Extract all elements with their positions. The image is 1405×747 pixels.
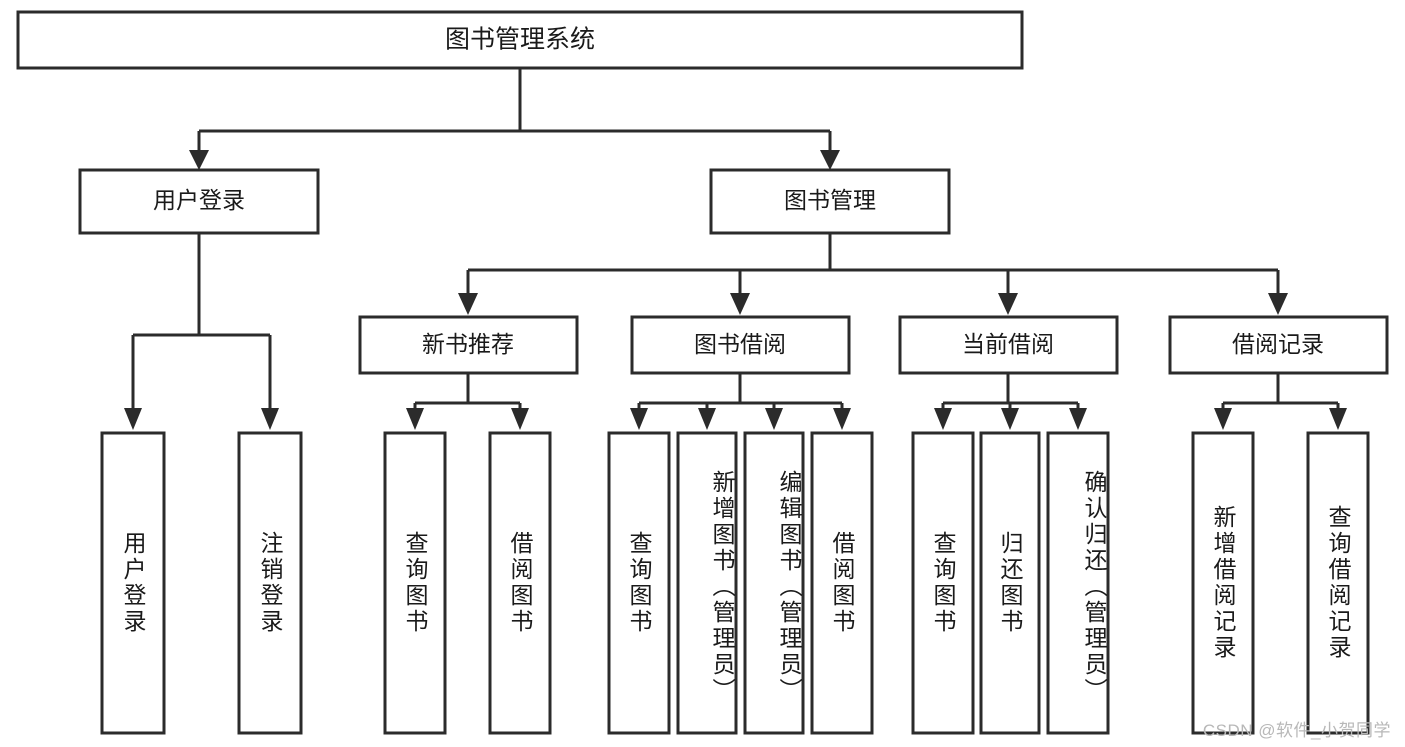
node-leaf-query-book-3-box[interactable] bbox=[911, 431, 975, 735]
arrow-head-book-management bbox=[820, 150, 840, 170]
node-current-borrow-box[interactable] bbox=[898, 315, 1119, 375]
node-root[interactable]: 图书管理系统 bbox=[16, 10, 1024, 70]
arrow-head-leaf-return-book bbox=[1001, 408, 1019, 430]
connector-group-new-book-recommend bbox=[406, 373, 529, 430]
node-book-management[interactable]: 图书管理 bbox=[709, 168, 951, 235]
node-book-borrow-box[interactable] bbox=[630, 315, 851, 375]
arrow-head-leaf-query-book-2 bbox=[630, 408, 648, 430]
arrow-head-leaf-query-borrow-record bbox=[1329, 408, 1347, 430]
node-leaf-query-book-2-box[interactable] bbox=[607, 431, 671, 735]
connector-group-root bbox=[189, 68, 840, 170]
connector-group-borrow-record bbox=[1214, 373, 1347, 430]
arrow-head-leaf-user-login bbox=[124, 408, 142, 430]
arrow-head-current-borrow bbox=[998, 293, 1018, 315]
arrow-head-leaf-query-book-3 bbox=[934, 408, 952, 430]
node-book-management-label: 图书管理 bbox=[784, 187, 876, 213]
connector-group-current-borrow bbox=[934, 373, 1087, 430]
arrow-head-user-login bbox=[189, 150, 209, 170]
node-borrow-record-label: 借阅记录 bbox=[1232, 331, 1324, 357]
csdn-watermark: CSDN @软件_小贺同学 bbox=[1202, 721, 1391, 740]
arrow-head-leaf-add-book-admin bbox=[698, 408, 716, 430]
arrow-head-leaf-confirm-return-admin bbox=[1069, 408, 1087, 430]
node-new-book-recommend-box[interactable] bbox=[358, 315, 579, 375]
node-user-login-box[interactable] bbox=[78, 168, 320, 235]
arrow-head-new-book-recommend bbox=[458, 293, 478, 315]
arrow-head-leaf-add-borrow-record bbox=[1214, 408, 1232, 430]
node-user-login-label: 用户登录 bbox=[153, 187, 245, 213]
node-book-borrow[interactable]: 图书借阅 bbox=[630, 315, 851, 375]
node-leaf-edit-book-admin-box[interactable] bbox=[743, 431, 805, 735]
connector-group-user-login bbox=[124, 233, 279, 430]
node-borrow-record-box[interactable] bbox=[1168, 315, 1389, 375]
node-leaf-return-book-box[interactable] bbox=[979, 431, 1041, 735]
node-leaf-confirm-return-admin-box[interactable] bbox=[1046, 431, 1110, 735]
arrow-head-borrow-record bbox=[1268, 293, 1288, 315]
arrow-head-leaf-edit-book-admin bbox=[765, 408, 783, 430]
node-leaf-user-login-box[interactable] bbox=[100, 431, 166, 735]
connector-group-book-borrow bbox=[630, 373, 851, 430]
arrow-head-leaf-borrow-book-2 bbox=[833, 408, 851, 430]
node-root-label: 图书管理系统 bbox=[445, 26, 595, 54]
node-leaf-query-borrow-record-box[interactable] bbox=[1306, 431, 1370, 735]
node-new-book-recommend[interactable]: 新书推荐 bbox=[358, 315, 579, 375]
node-new-book-recommend-label: 新书推荐 bbox=[422, 331, 514, 357]
node-leaf-borrow-book-2-box[interactable] bbox=[810, 431, 874, 735]
node-current-borrow[interactable]: 当前借阅 bbox=[898, 315, 1119, 375]
node-current-borrow-label: 当前借阅 bbox=[962, 331, 1054, 357]
arrow-head-leaf-query-book-1 bbox=[406, 408, 424, 430]
node-root-box[interactable] bbox=[16, 10, 1024, 70]
node-leaf-borrow-book-1-box[interactable] bbox=[488, 431, 552, 735]
node-book-borrow-label: 图书借阅 bbox=[694, 331, 786, 357]
arrow-head-book-borrow bbox=[730, 293, 750, 315]
node-leaf-add-borrow-record-box[interactable] bbox=[1191, 431, 1255, 735]
node-leaf-logout-login-box[interactable] bbox=[237, 431, 303, 735]
node-user-login[interactable]: 用户登录 bbox=[78, 168, 320, 235]
node-borrow-record[interactable]: 借阅记录 bbox=[1168, 315, 1389, 375]
arrow-head-leaf-borrow-book-1 bbox=[511, 408, 529, 430]
connector-group-book-management bbox=[458, 233, 1288, 315]
arrow-head-leaf-logout-login bbox=[261, 408, 279, 430]
node-leaf-add-book-admin-box[interactable] bbox=[676, 431, 738, 735]
node-leaf-query-book-1-box[interactable] bbox=[383, 431, 447, 735]
node-book-management-box[interactable] bbox=[709, 168, 951, 235]
